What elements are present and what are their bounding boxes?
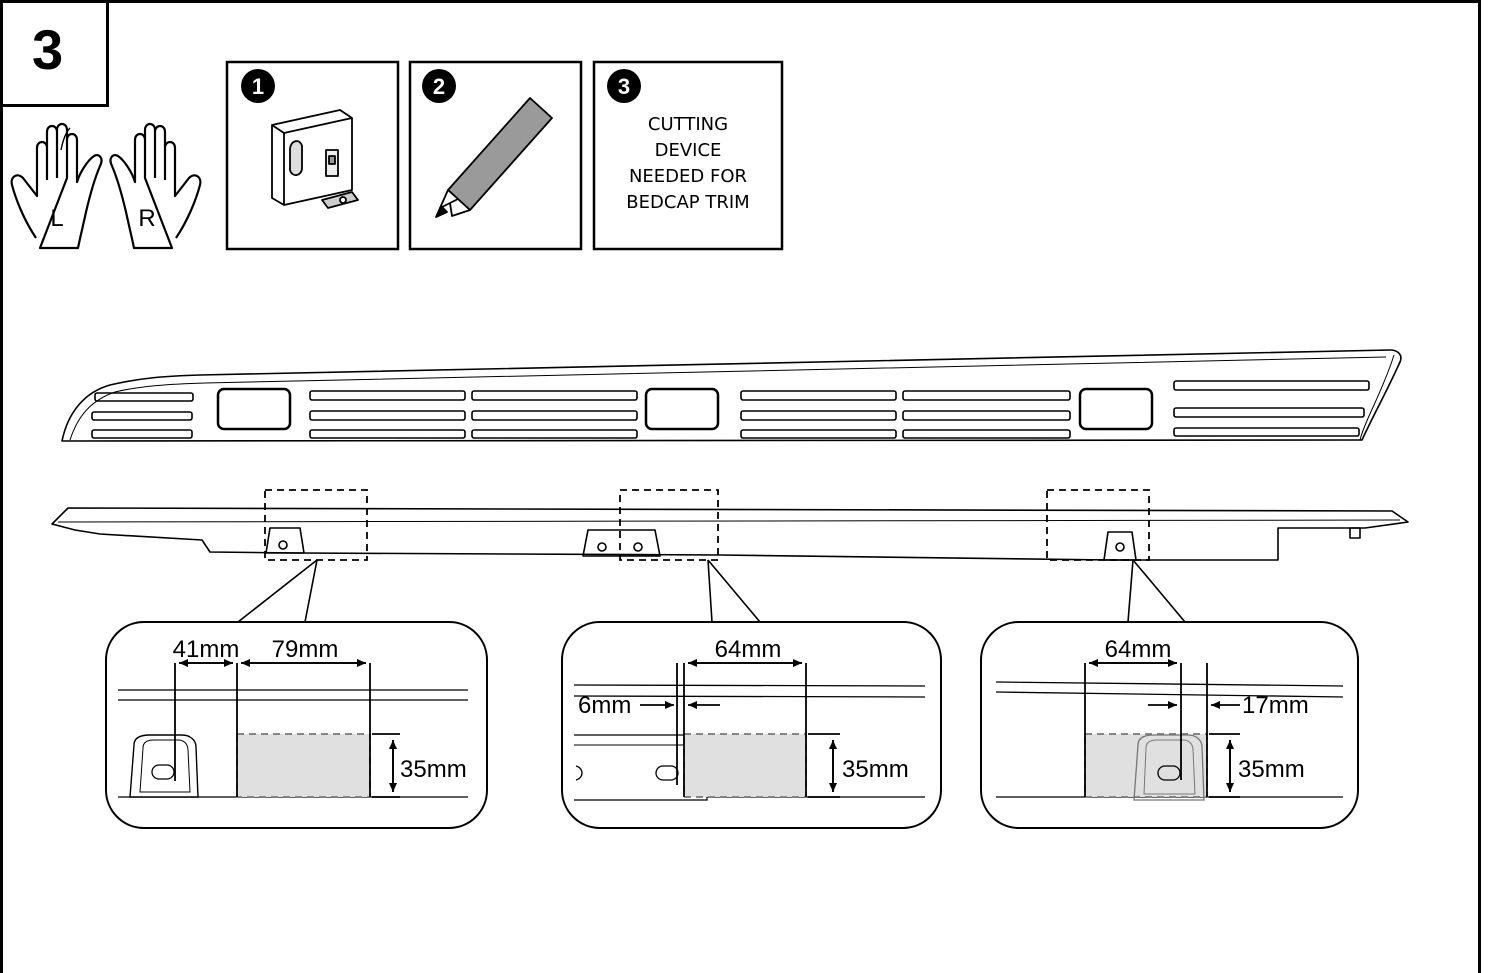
tool-badge-2: 2 — [422, 69, 456, 103]
dim-35mm-1: 35mm — [400, 756, 467, 783]
caption-line-1: CUTTING — [647, 114, 729, 135]
step-number-box — [0, 0, 109, 107]
marker-pencil-icon — [435, 97, 553, 218]
tape-measure-icon — [271, 109, 359, 209]
dim-35mm-2: 35mm — [842, 756, 909, 783]
dim-64mm-3: 64mm — [1105, 636, 1172, 663]
svg-text:1: 1 — [252, 74, 264, 99]
svg-text:3: 3 — [618, 74, 630, 99]
callout-leaders — [237, 559, 1186, 623]
svg-text:2: 2 — [433, 74, 445, 99]
caption-line-2: DEVICE — [654, 140, 722, 161]
callout-region-3 — [1046, 489, 1150, 561]
dim-35mm-3: 35mm — [1238, 756, 1305, 783]
bedcap-rail-side-view — [51, 507, 1409, 561]
cutting-device-note: CUTTING DEVICE NEEDED FOR BEDCAP TRIM — [598, 112, 778, 216]
callout-region-2 — [619, 489, 719, 561]
dim-64mm-2: 64mm — [715, 636, 782, 663]
left-hand-label: L — [50, 205, 63, 232]
step-number: 3 — [32, 18, 64, 81]
caption-line-3: NEEDED FOR — [628, 166, 748, 187]
tool-badge-1: 1 — [241, 69, 275, 103]
detail-panel-1: 41mm 79mm 35mm — [105, 621, 488, 829]
detail-panel-3: 64mm 17mm 35mm — [980, 621, 1359, 829]
tool-badge-3: 3 — [607, 69, 641, 103]
dim-79mm: 79mm — [272, 636, 339, 663]
right-hand-icon — [109, 122, 202, 250]
caption-line-4: BEDCAP TRIM — [626, 192, 750, 213]
dim-41mm: 41mm — [173, 636, 240, 663]
bedcap-rail-top-view — [61, 349, 1402, 442]
left-hand-icon — [10, 122, 103, 250]
callout-region-1 — [264, 489, 368, 561]
detail-panel-2: 64mm 6mm 35mm — [561, 621, 942, 829]
dim-6mm: 6mm — [578, 692, 631, 719]
dim-17mm: 17mm — [1242, 692, 1309, 719]
right-hand-label: R — [138, 205, 155, 232]
